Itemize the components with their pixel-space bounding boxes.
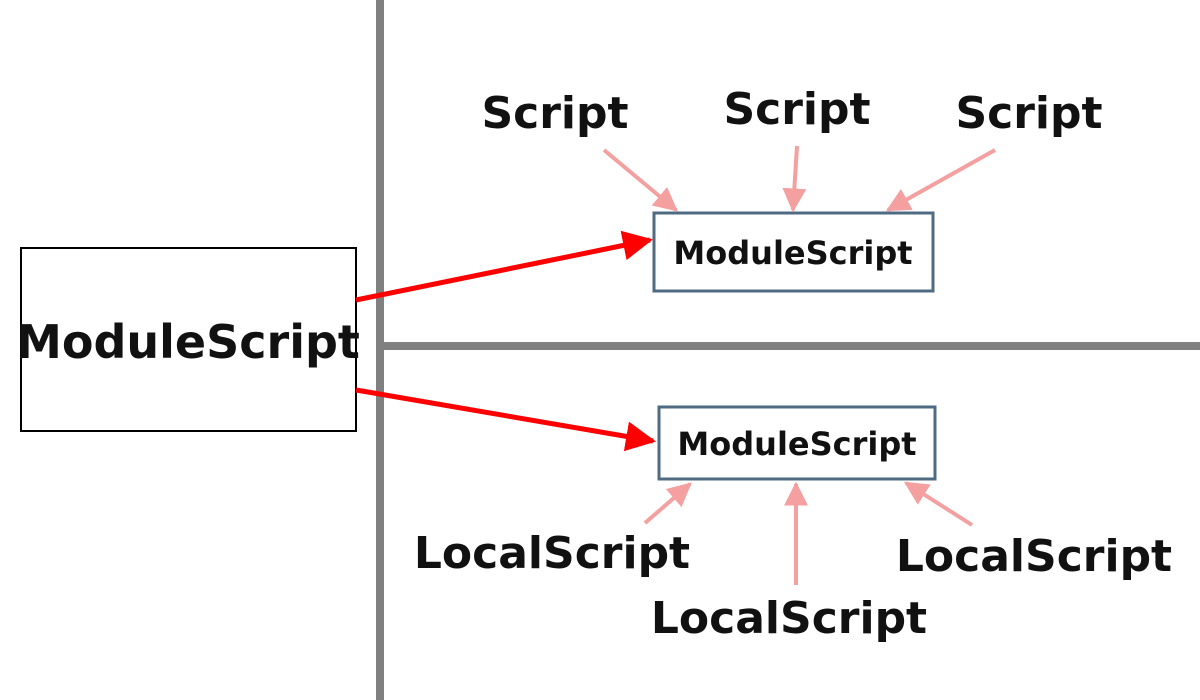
arrow-main-to-client-module <box>355 387 656 452</box>
arrow-script-right <box>885 148 996 212</box>
arrow-script-center <box>782 145 807 213</box>
arrow-script-left <box>602 148 678 212</box>
arrow-main-to-server-module <box>355 230 653 303</box>
main-module-node: ModuleScript <box>16 247 360 432</box>
client-module-label: ModuleScript <box>677 425 916 463</box>
server-module-label: ModuleScript <box>673 234 912 272</box>
main-module-box <box>20 247 357 432</box>
server-module-node: ModuleScript <box>652 211 935 293</box>
script-label-left: Script <box>481 88 628 139</box>
localscript-label-left: LocalScript <box>414 528 690 579</box>
localscript-label-right: LocalScript <box>896 531 1172 582</box>
server-module-box <box>652 211 935 293</box>
script-label-center: Script <box>723 84 870 135</box>
main-module-label: ModuleScript <box>16 315 360 369</box>
arrow-localscript-left <box>643 482 692 525</box>
arrow-localscript-right <box>903 481 974 527</box>
client-module-node: ModuleScript <box>657 405 937 481</box>
localscript-label-center: LocalScript <box>651 593 927 644</box>
client-module-box <box>657 405 937 481</box>
script-label-right: Script <box>955 88 1102 139</box>
